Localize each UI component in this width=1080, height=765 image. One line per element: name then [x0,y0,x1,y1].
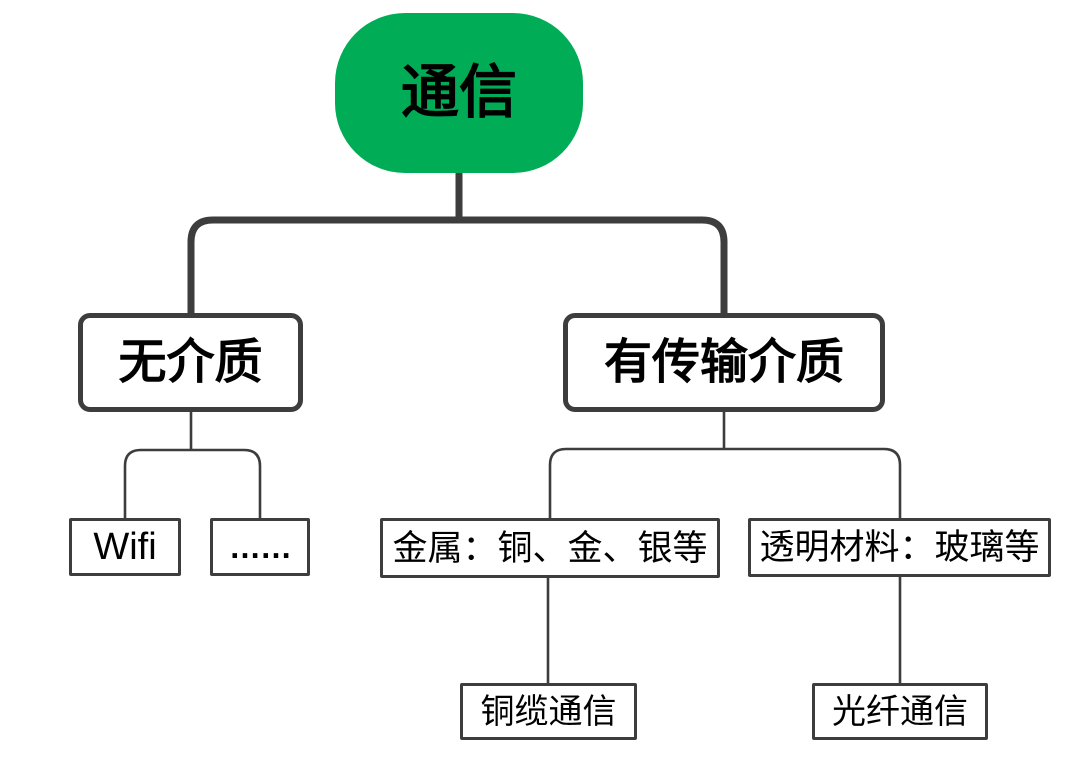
node-ellipsis-label: …… [229,529,292,565]
node-no-medium: 无介质 [78,313,303,412]
connector-has-medium-to-children [548,447,902,519]
connector-no-medium-to-children [123,448,262,519]
node-root-label: 通信 [400,60,517,125]
node-transparent-material-label: 透明材料：玻璃等 [759,528,1040,567]
node-root: 通信 [335,13,583,173]
node-copper-cable-comm: 铜缆通信 [460,683,637,740]
node-fiber-optic-comm: 光纤通信 [812,683,988,740]
node-ellipsis: …… [210,518,310,576]
node-no-medium-label: 无介质 [118,335,263,389]
node-has-medium: 有传输介质 [563,313,885,412]
node-transparent-material: 透明材料：玻璃等 [748,518,1051,577]
node-metal-label: 金属：铜、金、银等 [392,528,708,568]
node-copper-cable-comm-label: 铜缆通信 [480,692,617,731]
node-has-medium-label: 有传输介质 [603,335,844,389]
node-fiber-optic-comm-label: 光纤通信 [832,692,968,731]
node-wifi: Wifi [69,518,181,576]
connector-root-to-branches [187,216,728,314]
node-wifi-label: Wifi [93,526,157,568]
node-metal: 金属：铜、金、银等 [380,518,720,578]
